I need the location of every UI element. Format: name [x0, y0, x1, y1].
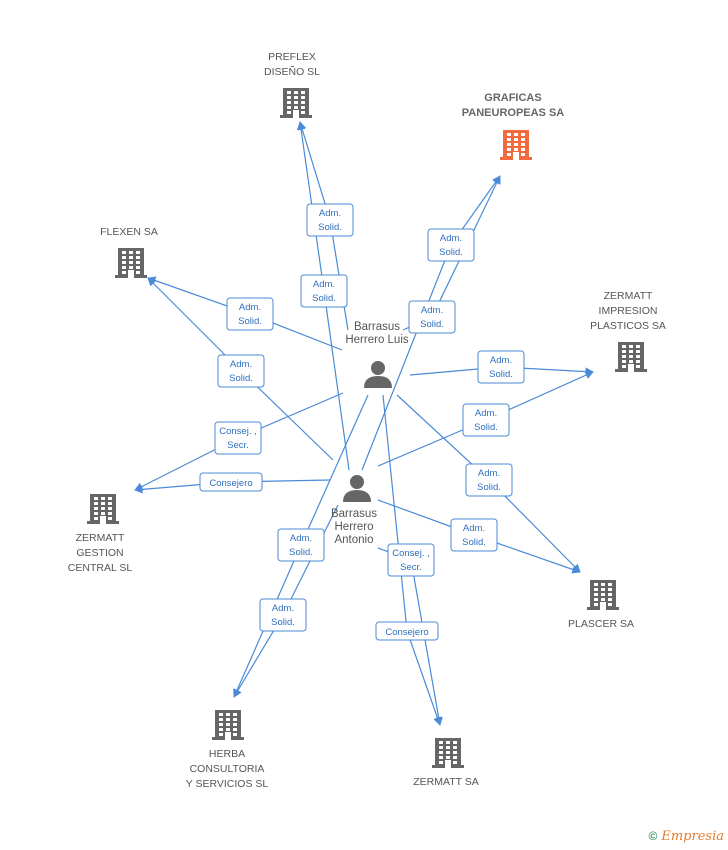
edge-role-text: Consej. ,: [392, 548, 430, 559]
edge-role-text: Secr.: [227, 440, 249, 451]
company-node-flexen[interactable]: FLEXEN SA: [100, 226, 158, 278]
node-label: ZERMATT: [604, 290, 653, 302]
edge-role-label[interactable]: Adm. Solid.: [477, 350, 525, 384]
node-label: PANEUROPEAS SA: [462, 107, 565, 119]
building-icon: [432, 738, 464, 768]
company-node-zermatt_gest[interactable]: ZERMATT GESTION CENTRAL SL: [68, 494, 133, 574]
edge-role-text: Consejero: [385, 627, 428, 638]
edge-role-text: Solid.: [312, 293, 336, 304]
company-node-zermatt_imp[interactable]: ZERMATT IMPRESION PLASTICOS SA: [590, 290, 666, 372]
edge-role-label[interactable]: Consejero: [199, 472, 263, 492]
edge-role-label[interactable]: Adm. Solid.: [462, 403, 510, 437]
edge-role-text: Solid.: [489, 369, 513, 380]
node-label: HERBA: [209, 748, 245, 760]
edge-role-text: Adm.: [290, 533, 312, 544]
brand-logo[interactable]: Empresia: [661, 829, 724, 844]
building-icon: [587, 580, 619, 610]
node-label: ZERMATT SA: [413, 776, 479, 788]
node-label: DISEÑO SL: [264, 65, 320, 78]
edge-role-text: Adm.: [490, 355, 512, 366]
building-icon: [615, 342, 647, 372]
building-icon: [87, 494, 119, 524]
edge-role-text: Adm.: [230, 359, 252, 370]
edge-role-text: Secr.: [400, 562, 422, 573]
edge-role-text: Adm.: [475, 408, 497, 419]
node-label: PLASCER SA: [568, 618, 634, 630]
edge-role-label[interactable]: Adm. Solid.: [300, 274, 348, 308]
edge-role-label[interactable]: Adm. Solid.: [277, 528, 325, 562]
edge-role-label[interactable]: Consej. , Secr.: [387, 543, 435, 577]
edge-role-text: Adm.: [440, 233, 462, 244]
edge-role-label[interactable]: Adm. Solid.: [450, 518, 498, 552]
node-label: Barrasus: [331, 508, 377, 520]
company-node-graficas[interactable]: GRAFICAS PANEUROPEAS SA: [462, 92, 565, 160]
building-icon: [212, 710, 244, 740]
node-label: PLASTICOS SA: [590, 320, 666, 332]
edge-role-text: Adm.: [478, 468, 500, 479]
edge-role-label[interactable]: Adm. Solid.: [465, 463, 513, 497]
node-label: FLEXEN SA: [100, 226, 158, 238]
company-node-zermatt[interactable]: ZERMATT SA: [413, 738, 479, 788]
company-node-plascer[interactable]: PLASCER SA: [568, 580, 634, 630]
node-label: CONSULTORIA: [190, 763, 265, 775]
edge-role-text: Consej. ,: [219, 426, 257, 437]
edge-role-text: Solid.: [420, 319, 444, 330]
edge-role-text: Adm.: [463, 523, 485, 534]
edge-role-text: Adm.: [319, 208, 341, 219]
node-label: ZERMATT: [76, 532, 125, 544]
company-node-herba[interactable]: HERBA CONSULTORIA Y SERVICIOS SL: [186, 710, 269, 790]
person-icon: [343, 475, 371, 502]
edge-role-label[interactable]: Consej. , Secr.: [214, 421, 262, 455]
person-icon: [364, 361, 392, 388]
node-label: GESTION: [76, 547, 123, 559]
copyright-symbol: ©: [648, 829, 658, 843]
footer-credit: ©Empresia: [649, 829, 724, 844]
building-icon: [500, 130, 532, 160]
edge-role-text: Solid.: [439, 247, 463, 258]
company-node-preflex[interactable]: PREFLEX DISEÑO SL: [264, 51, 320, 118]
edge-role-text: Solid.: [474, 422, 498, 433]
edge-role-label[interactable]: Adm. Solid.: [217, 354, 265, 388]
building-icon: [115, 248, 147, 278]
node-label: Antonio: [334, 534, 373, 546]
edge-role-label[interactable]: Adm. Solid.: [306, 203, 354, 237]
node-label: Herrero: [335, 521, 374, 533]
edge-role-text: Solid.: [289, 547, 313, 558]
edge-role-text: Adm.: [239, 302, 261, 313]
edge-role-label[interactable]: Adm. Solid.: [427, 228, 475, 262]
edge-role-text: Adm.: [313, 279, 335, 290]
edge-role-text: Solid.: [477, 482, 501, 493]
node-label: Y SERVICIOS SL: [186, 778, 269, 790]
edge-role-text: Solid.: [318, 222, 342, 233]
edge-role-text: Solid.: [462, 537, 486, 548]
edge-role-label[interactable]: Consejero: [375, 621, 439, 641]
edge-role-text: Adm.: [272, 603, 294, 614]
edge-role-text: Consejero: [209, 478, 252, 489]
edge-role-text: Solid.: [271, 617, 295, 628]
node-label: CENTRAL SL: [68, 562, 133, 574]
node-label: GRAFICAS: [484, 92, 541, 104]
edge-role-label[interactable]: Adm. Solid.: [226, 297, 274, 331]
edge-role-text: Solid.: [238, 316, 262, 327]
edge-role-label[interactable]: Adm. Solid.: [408, 300, 456, 334]
node-label: Barrasus: [354, 321, 400, 333]
node-label: IMPRESION: [599, 305, 658, 317]
edge-role-text: Solid.: [229, 373, 253, 384]
edge-role-label[interactable]: Adm. Solid.: [259, 598, 307, 632]
building-icon: [280, 88, 312, 118]
edge-role-text: Adm.: [421, 305, 443, 316]
node-label: Herrero Luis: [345, 334, 409, 346]
node-label: PREFLEX: [268, 51, 316, 63]
